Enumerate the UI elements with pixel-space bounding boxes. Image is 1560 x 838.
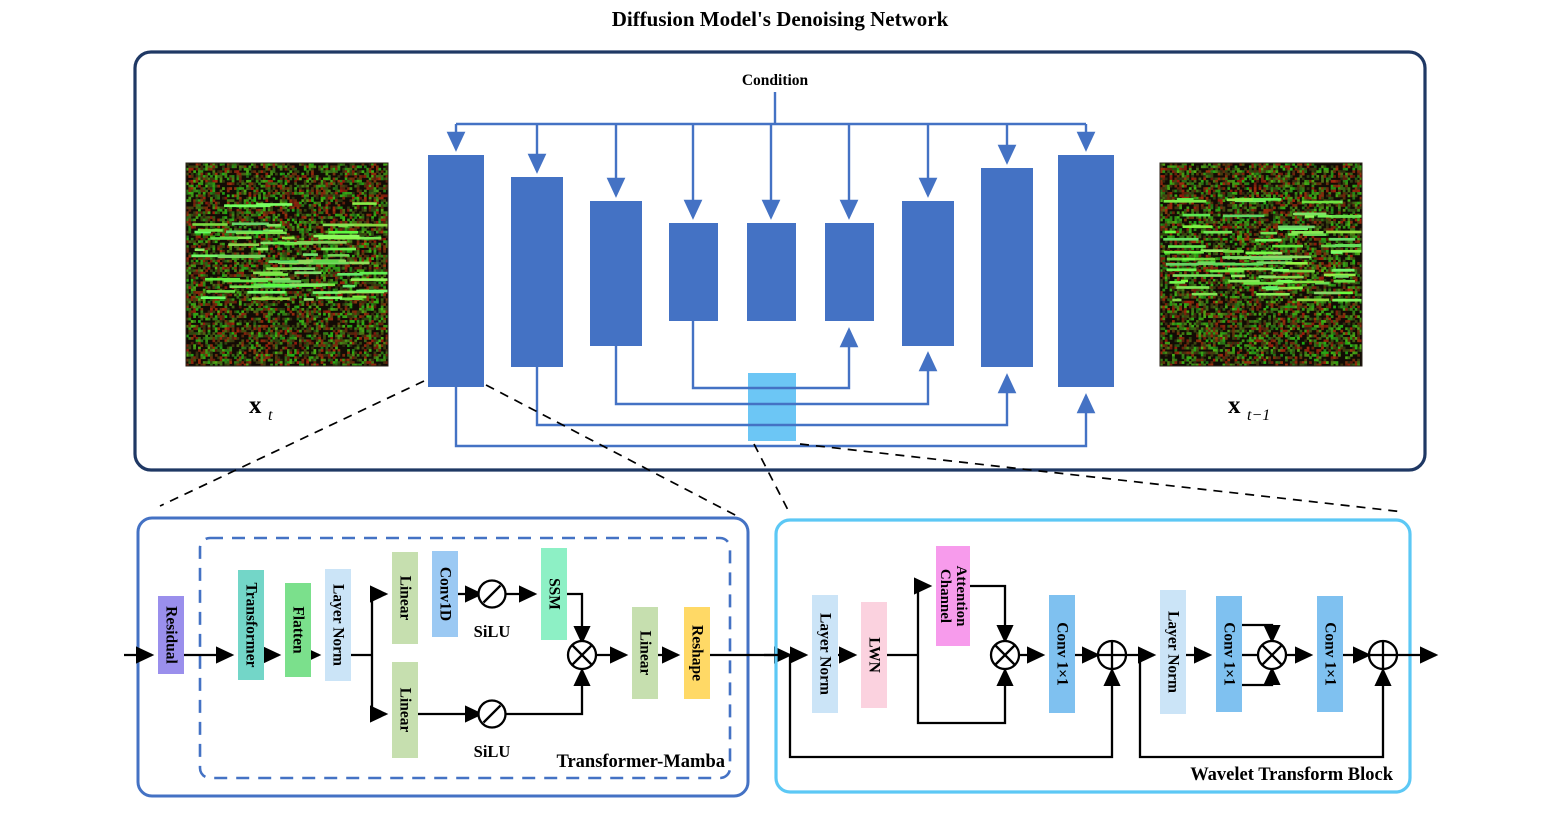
unet-block-enc-3 [590,201,642,346]
wavelet-layer-norm-1-label: Layer Norm [817,613,834,695]
unet-blocks-group [428,155,1114,387]
mamba-linear-top: Linear [392,552,418,644]
wavelet-add-op-2 [1367,639,1399,671]
mamba-linear-top-label: Linear [397,576,414,621]
wavelet-lwn-rect [861,602,887,708]
transformer-mamba-caption: Transformer-Mamba [556,752,725,772]
mamba-residual-rect [158,596,184,674]
wavelet-conv1x1-b-rect [1216,596,1242,712]
mamba-reshape: Reshape [684,607,710,699]
mamba-conv1d-rect [432,551,458,637]
wavelet-conv1x1-b-label: Conv 1×1 [1221,622,1238,686]
input-image-label: x [249,392,262,419]
mamba-transformer: Transformer [238,570,264,680]
mamba-ssm: SSM [541,548,567,640]
condition-label: Condition [742,72,809,89]
unet-block-wavelet-bottleneck [748,373,796,441]
mamba-conv1d: Conv1D [432,551,458,637]
mamba-flatten-label: Flatten [290,606,307,654]
mamba-linear-out: Linear [632,607,658,699]
wavelet-conv1x1-c: Conv 1×1 [1317,596,1343,712]
condition-bus [456,92,1086,126]
wavelet-caption: Wavelet Transform Block [1190,765,1394,785]
wavelet-conv1x1-c-rect [1317,596,1343,712]
mamba-linear-bot: Linear [392,662,418,758]
mamba-conv1d-label: Conv1D [437,567,454,621]
top-panel-border [133,50,1427,472]
mamba-layer-norm-label: Layer Norm [330,584,347,666]
wavelet-multiply-op-2 [1256,639,1288,671]
unet-block-dec-4 [825,223,874,321]
mamba-linear-bot-label: Linear [397,688,414,733]
mamba-linear-out-rect [632,607,658,699]
unet-block-enc-1 [428,155,484,387]
mamba-linear-bot-rect [392,662,418,758]
silu-symbols [477,579,507,729]
wavelet-bottleneck-group [748,373,796,441]
skip-connections [454,321,1096,448]
mamba-transformer-rect [238,570,264,680]
mamba-dashed-border [198,536,732,780]
mamba-transformer-label: Transformer [243,583,260,668]
wavelet-lwn: LWN [861,602,887,708]
wavelet-ops-group [989,639,1399,671]
wavelet-wiring [764,577,1439,759]
wavelet-layer-norm-2: Layer Norm [1160,590,1186,714]
mamba-residual: Residual [158,596,184,674]
mamba-linear-top-rect [392,552,418,644]
unet-block-dec-2 [981,168,1033,367]
wavelet-lwn-label: LWN [866,637,883,673]
unet-block-enc-2 [511,177,563,367]
wavelet-conv1x1-a: Conv 1×1 [1049,595,1075,713]
mamba-flatten-rect [285,583,311,677]
output-image-label: x [1228,392,1241,419]
mamba-reshape-rect [684,607,710,699]
wavelet-multiply-op-1 [989,639,1021,671]
input-image-label-subscript: t [268,407,273,424]
mamba-ssm-label: SSM [546,578,563,610]
mamba-ssm-rect [541,548,567,640]
mamba-linear-out-label: Linear [637,631,654,676]
unet-block-enc-4 [669,223,718,321]
output-image-label-subscript: t−1 [1247,407,1270,424]
wavelet-channel-attention-label-line1: Channel [937,569,953,623]
page-title: Diffusion Model's Denoising Network [612,7,949,31]
mamba-reshape-label: Reshape [689,625,706,681]
mamba-flatten: Flatten [285,583,311,677]
wavelet-add-op-1 [1096,639,1128,671]
output-noise-image [1159,162,1363,367]
wavelet-conv1x1-b: Conv 1×1 [1216,596,1242,712]
wavelet-conv1x1-c-label: Conv 1×1 [1322,622,1339,686]
unet-block-dec-1 [1058,155,1114,387]
multiply-op [566,639,598,671]
wavelet-layer-norm-2-label: Layer Norm [1165,611,1182,693]
unet-block-mid-1 [747,223,796,321]
wavelet-channel-attention-label-line2: Attention [953,566,969,627]
silu-bottom-label: SiLU [474,742,511,761]
wavelet-layer-norm-2-rect [1160,590,1186,714]
wavelet-layer-norm-1: Layer Norm [812,595,838,713]
condition-arrows [446,124,1096,220]
callout-dashed-lines [159,380,1405,517]
wavelet-channel-attention-rect [936,546,970,646]
silu-top-label: SiLU [474,622,511,641]
mamba-residual-label: Residual [163,606,180,664]
input-noise-image [185,162,389,367]
wavelet-conv1x1-a-label: Conv 1×1 [1054,622,1071,686]
wavelet-layer-norm-1-rect [812,595,838,713]
mamba-layer-norm-rect [325,569,351,681]
wavelet-conv1x1-a-rect [1049,595,1075,713]
mamba-layer-norm: Layer Norm [325,569,351,681]
unet-block-dec-3 [902,201,954,346]
